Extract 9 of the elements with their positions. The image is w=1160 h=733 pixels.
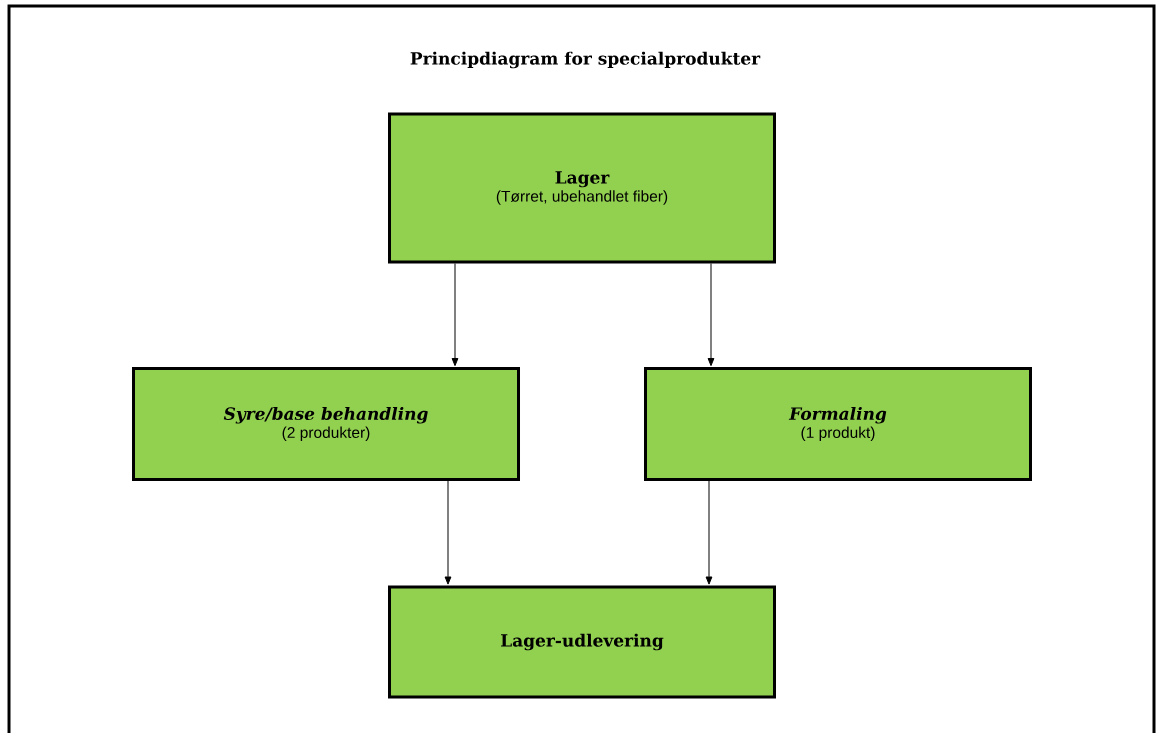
arrow [451,263,459,367]
process-box: Lager (Tørret, ubehandlet fiber) [388,112,776,264]
process-box: Syre/base behandling (2 produkter) [132,367,520,481]
process-box: Lager-udlevering [388,585,776,699]
arrow [705,480,713,585]
process-box: Formaling (1 produkt) [644,367,1032,481]
arrow [707,263,715,367]
title: Principdiagram for specialprodukter [410,51,761,69]
arrow [444,480,452,585]
